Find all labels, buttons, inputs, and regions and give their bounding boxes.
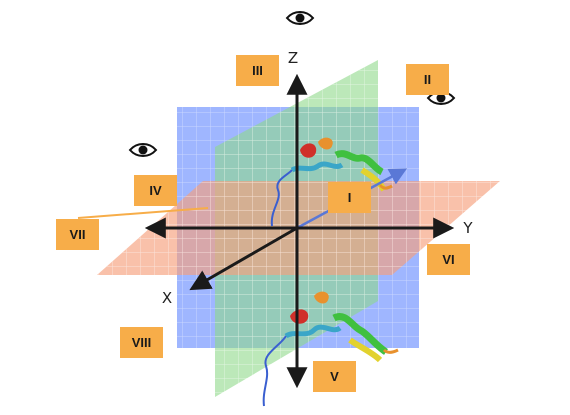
svg-text:VI: VI bbox=[442, 252, 454, 267]
svg-text:I: I bbox=[348, 190, 352, 205]
eye-icon bbox=[128, 143, 158, 157]
region-label-viii: VIII bbox=[120, 327, 163, 358]
svg-text:II: II bbox=[424, 72, 431, 87]
region-label-vii: VII bbox=[56, 219, 99, 250]
region-label-vi: VI bbox=[427, 244, 470, 275]
svg-text:V: V bbox=[330, 369, 339, 384]
axis-label-x: X bbox=[162, 289, 172, 307]
svg-text:III: III bbox=[252, 63, 263, 78]
x-axis bbox=[189, 226, 298, 291]
region-label-iv: IV bbox=[134, 175, 177, 206]
axis-label-z: Z bbox=[288, 49, 298, 67]
svg-text:IV: IV bbox=[149, 183, 162, 198]
region-label-ii: II bbox=[406, 64, 449, 95]
svg-text:VII: VII bbox=[70, 227, 86, 242]
svg-text:VIII: VIII bbox=[132, 335, 152, 350]
region-vii-leader-line bbox=[77, 207, 209, 219]
eye-icon bbox=[285, 11, 315, 25]
axis-label-y: Y bbox=[462, 219, 473, 237]
region-label-i: I bbox=[328, 182, 371, 213]
region-label-v: V bbox=[313, 361, 356, 392]
region-label-iii: III bbox=[236, 55, 279, 86]
